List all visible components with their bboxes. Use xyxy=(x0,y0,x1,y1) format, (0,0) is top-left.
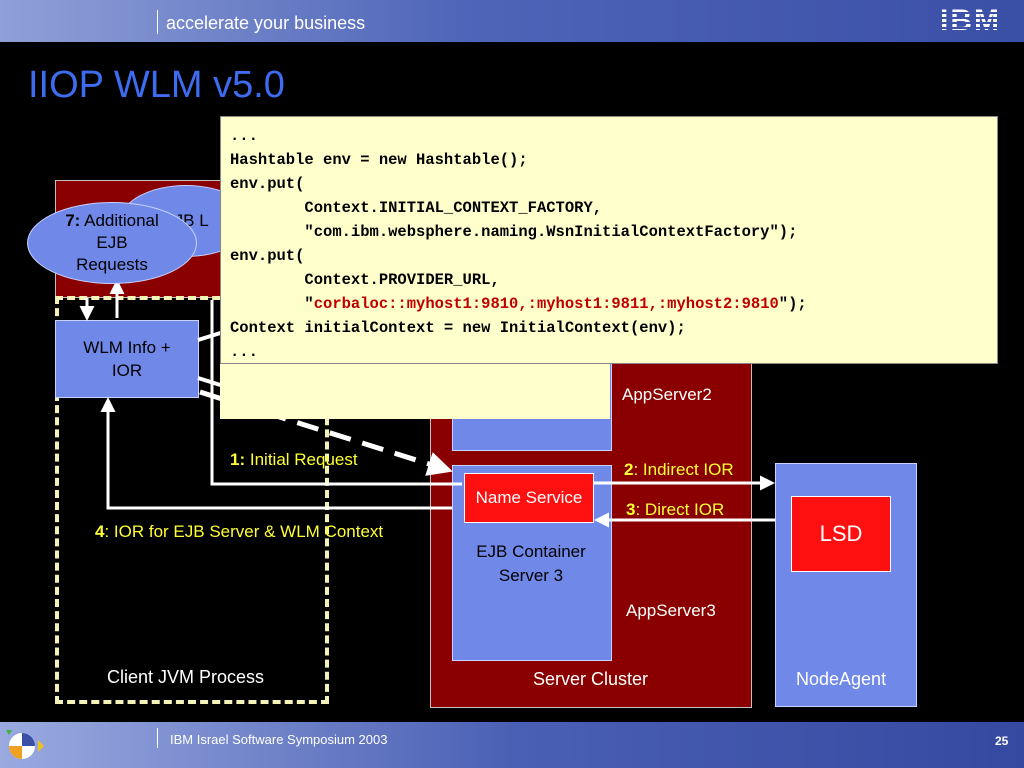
additional-requests-number: 7: xyxy=(65,211,81,230)
globe-icon xyxy=(6,730,44,759)
name-service-box: Name Service xyxy=(464,473,594,523)
wlm-info-box: WLM Info + IOR xyxy=(55,320,199,398)
step-1-number: 1: xyxy=(230,450,246,469)
code-line-7: Context.PROVIDER_URL, xyxy=(230,271,500,289)
ejb-container-3-line1: EJB Container xyxy=(476,542,586,561)
arrow-initial-request xyxy=(210,300,462,486)
wlm-info-line1: WLM Info + xyxy=(83,338,171,357)
step-3-number: 3 xyxy=(626,500,636,519)
code-line-10: ... xyxy=(230,343,258,361)
code-line-1: ... xyxy=(230,127,258,145)
code-snippet: ... Hashtable env = new Hashtable(); env… xyxy=(230,124,807,364)
ejb-container-3-line2: Server 3 xyxy=(498,566,564,585)
step-3-text: : Direct IOR xyxy=(635,500,725,519)
lsd-box: LSD xyxy=(791,496,891,572)
step-2-text: : Indirect IOR xyxy=(633,460,734,479)
arrow-ior-return xyxy=(100,397,452,510)
step-1-label: 1: Initial Request xyxy=(230,450,358,470)
code-line-4: Context.INITIAL_CONTEXT_FACTORY, xyxy=(230,199,603,217)
code-line-3: env.put( xyxy=(230,175,305,193)
additional-requests-line1: Additional xyxy=(84,211,159,230)
ejb-container-3-label: EJB Container Server 3 xyxy=(452,540,610,588)
step-2-number: 2 xyxy=(624,460,634,479)
client-jvm-process-boundary xyxy=(55,296,329,704)
footer-bar xyxy=(0,722,1024,768)
tagline-divider xyxy=(157,10,158,34)
code-line-9: Context initialContext = new InitialCont… xyxy=(230,319,686,337)
page-number: 25 xyxy=(995,734,1009,748)
additional-requests-oval: 7: Additional EJB Requests xyxy=(27,202,197,284)
code-line-8-suffix: "); xyxy=(778,295,807,313)
provider-url-value: corbaloc::myhost1:9810,:myhost1:9811,:my… xyxy=(313,295,779,313)
ibm-logo-icon: IBM xyxy=(940,4,1001,37)
step-4-text: : IOR for EJB Server & WLM Context xyxy=(104,522,384,541)
code-line-2: Hashtable env = new Hashtable(); xyxy=(230,151,528,169)
appserver2-label: AppServer2 xyxy=(622,385,712,404)
appserver3-label: AppServer3 xyxy=(626,601,716,620)
code-line-6: env.put( xyxy=(230,247,305,265)
step-2-label: 2: Indirect IOR xyxy=(624,460,734,480)
server-cluster-label: Server Cluster xyxy=(533,669,649,689)
tagline: accelerate your business xyxy=(166,13,366,33)
wlm-info-line2: IOR xyxy=(111,361,143,380)
nodeagent-label: NodeAgent xyxy=(796,669,887,689)
step-4-number: 4 xyxy=(95,522,105,541)
code-line-5: "com.ibm.websphere.naming.WsnInitialCont… xyxy=(230,223,798,241)
additional-requests-line2: EJB xyxy=(96,233,128,252)
step-1-text: Initial Request xyxy=(249,450,358,469)
slide-title: IIOP WLM v5.0 xyxy=(28,64,285,106)
step-4-label: 4: IOR for EJB Server & WLM Context xyxy=(95,522,383,542)
code-line-8-prefix: " xyxy=(230,295,314,313)
footer-text: IBM Israel Software Symposium 2003 xyxy=(170,732,388,747)
top-banner xyxy=(0,0,1024,42)
code-callout-tail xyxy=(220,362,610,419)
code-callout xyxy=(220,116,998,364)
client-jvm-label: Client JVM Process xyxy=(107,667,265,687)
step-3-label: 3: Direct IOR xyxy=(626,500,724,520)
footer-divider xyxy=(157,728,158,748)
additional-requests-line3: Requests xyxy=(76,255,148,274)
